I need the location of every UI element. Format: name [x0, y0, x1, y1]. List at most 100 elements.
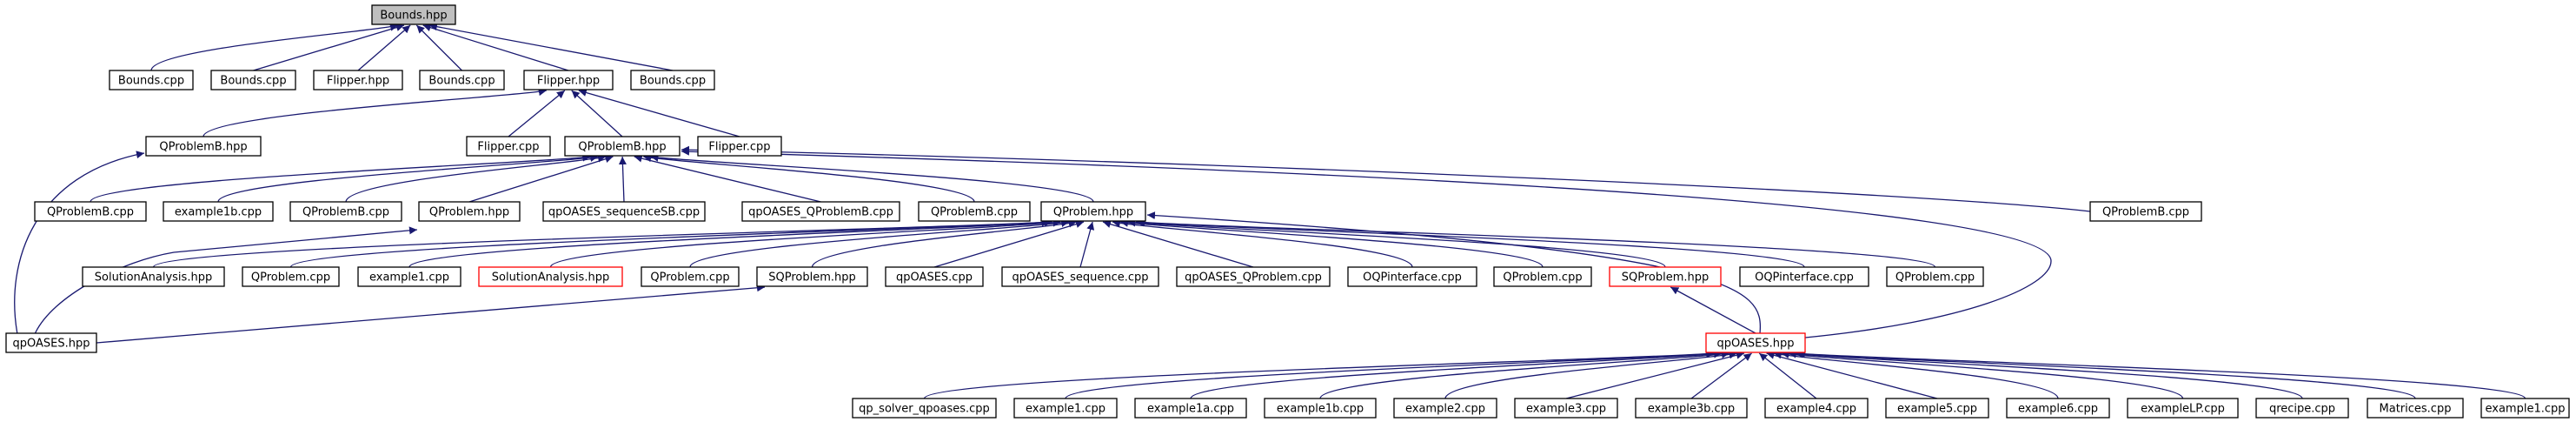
file-node[interactable]: QProblemB.cpp	[918, 201, 1031, 222]
file-node[interactable]: QProblemB.cpp	[34, 201, 147, 222]
dependency-edge	[253, 23, 405, 71]
node-box	[564, 136, 681, 157]
node-box	[418, 201, 521, 222]
file-node[interactable]: QProblem.hpp	[418, 201, 521, 222]
node-box	[371, 4, 456, 25]
node-label: example5.cpp	[1897, 403, 1977, 416]
dependency-edge	[689, 219, 1070, 268]
file-node[interactable]: qrecipe.cpp	[2255, 398, 2349, 419]
file-node[interactable]: Flipper.hpp	[523, 70, 614, 90]
node-box	[2127, 398, 2239, 419]
file-node[interactable]: SolutionAnalysis.hpp	[82, 266, 225, 287]
dependency-edge	[357, 24, 411, 71]
dependency-edge	[428, 23, 674, 71]
file-node[interactable]: QProblemB.cpp	[2089, 201, 2202, 222]
node-box	[523, 70, 614, 90]
file-node[interactable]: exampleLP.cpp	[2127, 398, 2239, 419]
file-node[interactable]: example5.cpp	[1885, 398, 1989, 419]
file-node[interactable]: qpOASES.hpp	[5, 332, 97, 353]
file-node[interactable]: example2.cpp	[1393, 398, 1497, 419]
node-label: OQPinterface.cpp	[1363, 271, 1462, 285]
file-node[interactable]: SQProblem.hpp	[756, 266, 868, 287]
node-label: qpOASES.cpp	[896, 271, 973, 285]
file-node[interactable]: Flipper.cpp	[466, 136, 551, 157]
dependency-edge	[202, 88, 547, 137]
node-label: qpOASES_sequenceSB.cpp	[548, 206, 700, 219]
node-label: SQProblem.hpp	[768, 271, 856, 285]
node-box	[1635, 398, 1748, 419]
file-node[interactable]: example1.cpp	[357, 266, 461, 287]
node-label: example2.cpp	[1405, 403, 1485, 416]
node-label: Matrices.cpp	[2380, 403, 2452, 416]
file-node[interactable]: example1b.cpp	[163, 201, 274, 222]
node-label: qpOASES.hpp	[13, 338, 90, 351]
file-node[interactable]: example1.cpp	[1013, 398, 1118, 419]
file-node[interactable]: example6.cpp	[2006, 398, 2110, 419]
file-node[interactable]: example3b.cpp	[1635, 398, 1748, 419]
node-box	[630, 70, 715, 90]
dependency-edge	[1137, 218, 1936, 268]
dependency-edge	[1136, 218, 1805, 268]
node-box	[741, 201, 900, 222]
node-box	[918, 201, 1031, 222]
file-node[interactable]: QProblemB.cpp	[289, 201, 402, 222]
file-node[interactable]: QProblem.cpp	[641, 266, 740, 287]
file-node[interactable]: Flipper.cpp	[697, 136, 782, 157]
file-node[interactable]: Bounds.cpp	[210, 70, 296, 90]
file-node[interactable]: SQProblem.hpp	[1609, 266, 1722, 287]
dependency-edge	[933, 220, 1085, 268]
node-box	[1013, 398, 1118, 419]
file-node[interactable]: SolutionAnalysis.hpp	[478, 266, 623, 287]
node-label: example1b.cpp	[175, 206, 262, 219]
node-box	[1705, 332, 1806, 353]
file-node[interactable]: example3.cpp	[1514, 398, 1618, 419]
file-node[interactable]: qpOASES_QProblemB.cpp	[741, 201, 900, 222]
file-node[interactable]: qpOASES.cpp	[885, 266, 984, 287]
file-node[interactable]: Bounds.cpp	[109, 70, 194, 90]
file-node[interactable]: QProblem.cpp	[1886, 266, 1984, 287]
file-node[interactable]: Matrices.cpp	[2367, 398, 2464, 419]
file-node[interactable]: QProblem.hpp	[1040, 201, 1146, 222]
file-node[interactable]: qpOASES.hpp	[1705, 332, 1806, 353]
file-node[interactable]: Flipper.hpp	[313, 70, 403, 90]
file-node[interactable]: qpOASES_sequence.cpp	[1001, 266, 1159, 287]
file-node[interactable]: qp_solver_qpoases.cpp	[852, 398, 997, 419]
file-node[interactable]: QProblemB.hpp	[564, 136, 681, 157]
file-node[interactable]: OQPinterface.cpp	[1739, 266, 1869, 287]
node-label: Bounds.hpp	[380, 10, 447, 23]
dependency-edge	[634, 154, 821, 203]
node-box	[1886, 266, 1984, 287]
dependency-edge	[1565, 351, 1745, 399]
node-label: example1b.cpp	[1277, 403, 1364, 416]
dependency-edge	[468, 155, 614, 203]
node-label: Bounds.cpp	[428, 75, 495, 88]
file-node[interactable]: Bounds.cpp	[630, 70, 715, 90]
node-box	[82, 266, 225, 287]
file-node[interactable]: OQPinterface.cpp	[1347, 266, 1477, 287]
node-box	[1176, 266, 1331, 287]
dependency-edge	[1690, 352, 1752, 399]
dependency-edge	[681, 147, 2052, 338]
file-node[interactable]: QProblem.cpp	[1493, 266, 1592, 287]
file-node[interactable]: example1b.cpp	[1264, 398, 1377, 419]
file-node[interactable]: qpOASES_QProblem.cpp	[1176, 266, 1331, 287]
file-node[interactable]: Bounds.cpp	[419, 70, 505, 90]
file-node[interactable]: example1a.cpp	[1134, 398, 1247, 419]
file-node[interactable]: qpOASES_sequenceSB.cpp	[542, 201, 706, 222]
node-box	[109, 70, 194, 90]
file-node[interactable]: QProblem.cpp	[242, 266, 340, 287]
dependency-edge	[1766, 351, 1938, 399]
node-label: qpOASES_sequence.cpp	[1012, 271, 1148, 285]
file-node[interactable]: example4.cpp	[1764, 398, 1869, 419]
node-box	[1264, 398, 1377, 419]
dependency-edge	[549, 218, 1061, 268]
node-box	[1040, 201, 1146, 222]
file-node[interactable]: QProblemB.hpp	[145, 136, 262, 157]
dependency-edge	[1444, 351, 1737, 399]
node-box	[419, 70, 505, 90]
dependency-edge	[681, 145, 2091, 212]
node-box	[885, 266, 984, 287]
file-node[interactable]: example1.cpp	[2480, 398, 2570, 419]
